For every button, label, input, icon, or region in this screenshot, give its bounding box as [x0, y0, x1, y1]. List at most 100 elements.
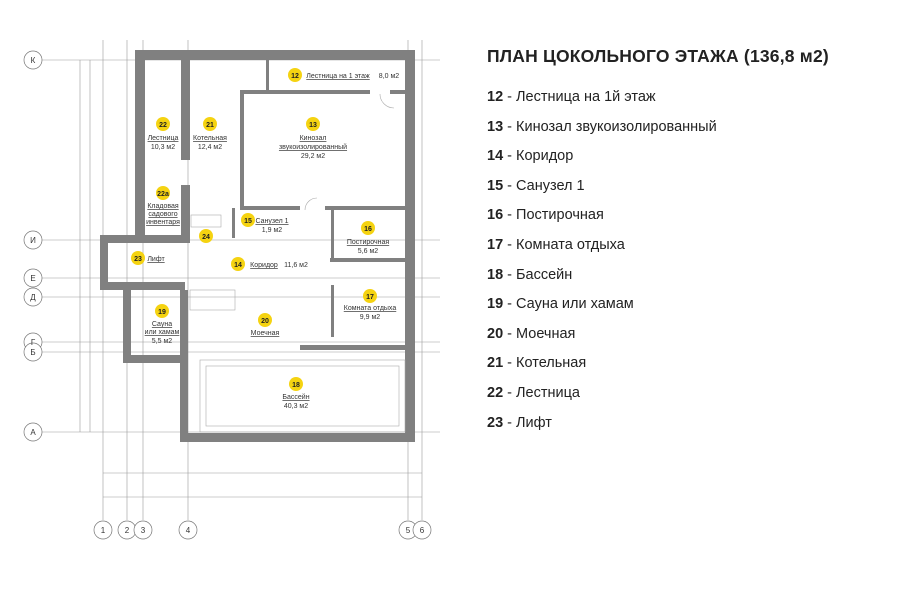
axis-bubbles — [23, 50, 432, 540]
room-23-name: Лифт — [147, 256, 165, 263]
room-22a-name3: инвентаря — [146, 219, 180, 226]
room-14-area: 11,6 м2 — [284, 262, 308, 269]
legend-separator: - — [503, 384, 517, 401]
legend-item: 22 - Лестница — [487, 384, 829, 414]
axis-d: Д — [30, 293, 36, 302]
axis-e: Е — [30, 274, 35, 283]
legend-item: 17 - Комната отдыха — [487, 236, 829, 266]
legend-number: 14 — [487, 148, 504, 165]
legend-separator: - — [503, 355, 517, 372]
room-22-area: 10,3 м2 — [151, 144, 175, 151]
legend-item: 14 - Коридор — [487, 147, 829, 177]
room-15-area: 1,9 м2 — [262, 227, 282, 234]
legend-separator: - — [503, 325, 517, 342]
room-20-number: 20 — [261, 318, 269, 325]
legend-number: 18 — [487, 266, 504, 283]
legend-item: 19 - Сауна или хамам — [487, 295, 829, 325]
room-16-name: Постирочная — [347, 239, 390, 246]
legend-separator: - — [503, 148, 517, 165]
legend-name: Кинозал звукоизолированный — [516, 118, 717, 135]
room-18-area: 40,3 м2 — [284, 403, 308, 410]
axis-1: 1 — [101, 526, 106, 535]
axis-3: 3 — [141, 526, 146, 535]
legend-separator: - — [503, 296, 517, 313]
room-22a-name2: садового — [148, 211, 177, 218]
legend-item: 12 - Лестница на 1й этаж — [487, 88, 829, 118]
legend-number: 17 — [487, 236, 504, 253]
room-14-name: Коридор — [250, 262, 278, 269]
legend-number: 20 — [487, 325, 504, 342]
axis-4: 4 — [186, 526, 191, 535]
legend-separator: - — [503, 236, 517, 253]
legend-name: Санузел 1 — [516, 177, 585, 194]
legend-item: 13 - Кинозал звукоизолированный — [487, 118, 829, 148]
room-21-area: 12,4 м2 — [198, 144, 222, 151]
legend-name: Котельная — [516, 355, 587, 372]
legend-item: 20 - Моечная — [487, 325, 829, 355]
legend-separator: - — [503, 266, 517, 283]
room-12-area: 8,0 м2 — [379, 73, 399, 80]
room-18-name: Бассейн — [282, 393, 309, 401]
legend-number: 22 — [487, 384, 504, 401]
room-15-number: 15 — [244, 218, 252, 225]
room-24-number: 24 — [202, 234, 210, 241]
room-22a-number: 22а — [157, 191, 169, 198]
legend: ПЛАН ЦОКОЛЬНОГО ЭТАЖА (136,8 м2) 12 - Ле… — [487, 46, 829, 443]
room-13-name: Кинозал — [300, 135, 327, 142]
legend-number: 19 — [487, 296, 504, 313]
legend-name: Моечная — [516, 325, 576, 342]
room-12-name: Лестница на 1 этаж — [306, 73, 370, 80]
room-labels: 12 Лестница на 1 этаж 8,0 м2 13 Кинозал … — [134, 73, 399, 410]
room-22-name: Лестница — [148, 135, 179, 142]
legend-number: 12 — [487, 89, 504, 105]
axis-labels: К И Е Д Г Б А 1 2 3 4 5 6 — [30, 56, 425, 535]
room-17-name: Комната отдыха — [344, 305, 397, 312]
legend-separator: - — [503, 118, 517, 135]
room-22a-name: Кладовая — [147, 203, 179, 210]
walls — [100, 50, 415, 442]
legend-item: 21 - Котельная — [487, 354, 829, 384]
room-14-number: 14 — [234, 262, 242, 269]
room-19-name2: или хамам — [145, 329, 180, 336]
legend-separator: - — [503, 414, 517, 431]
legend-number: 23 — [487, 414, 504, 431]
legend-number: 21 — [487, 355, 504, 372]
room-13-name2: звукоизолированный — [279, 143, 347, 151]
legend-name: Постирочная — [516, 207, 604, 224]
axis-a: А — [30, 428, 36, 437]
room-16-number: 16 — [364, 226, 372, 233]
room-21-name: Котельная — [193, 135, 227, 142]
room-23-number: 23 — [134, 256, 142, 263]
plan-title: ПЛАН ЦОКОЛЬНОГО ЭТАЖА (136,8 м2) — [487, 46, 829, 66]
axis-6: 6 — [420, 526, 425, 535]
axis-k: К — [31, 56, 36, 65]
legend-name: Бассейн — [516, 266, 573, 283]
room-18-number: 18 — [292, 382, 300, 389]
floor-plan: К И Е Д Г Б А 1 2 3 4 5 6 12 Лестница на… — [23, 40, 440, 540]
room-21-number: 21 — [206, 122, 214, 129]
legend-name: Лестница — [516, 384, 580, 401]
room-19-number: 19 — [158, 309, 166, 316]
legend-item: 18 - Бассейн — [487, 266, 829, 296]
room-19-area: 5,5 м2 — [152, 338, 172, 345]
legend-name: Коридор — [516, 148, 574, 165]
room-22-number: 22 — [159, 122, 167, 129]
legend-name: Сауна или хамам — [516, 296, 634, 313]
axis-g: Г — [31, 338, 36, 347]
legend-name: Лифт — [516, 414, 552, 431]
legend-separator: - — [503, 89, 517, 105]
room-19-name: Сауна — [152, 321, 172, 328]
axis-2: 2 — [125, 526, 130, 535]
axis-b: Б — [30, 348, 35, 357]
axis-5: 5 — [406, 526, 411, 535]
legend-separator: - — [503, 177, 517, 194]
legend-item: 15 - Санузел 1 — [487, 177, 829, 207]
room-15-name: Санузел 1 — [255, 218, 288, 225]
legend-item: 16 - Постирочная — [487, 206, 829, 236]
inner-lines — [189, 93, 406, 433]
room-16-area: 5,6 м2 — [358, 248, 378, 255]
legend-number: 15 — [487, 177, 504, 194]
legend-name: Лестница на 1й этаж — [516, 89, 656, 105]
legend-name: Комната отдыха — [516, 236, 625, 253]
